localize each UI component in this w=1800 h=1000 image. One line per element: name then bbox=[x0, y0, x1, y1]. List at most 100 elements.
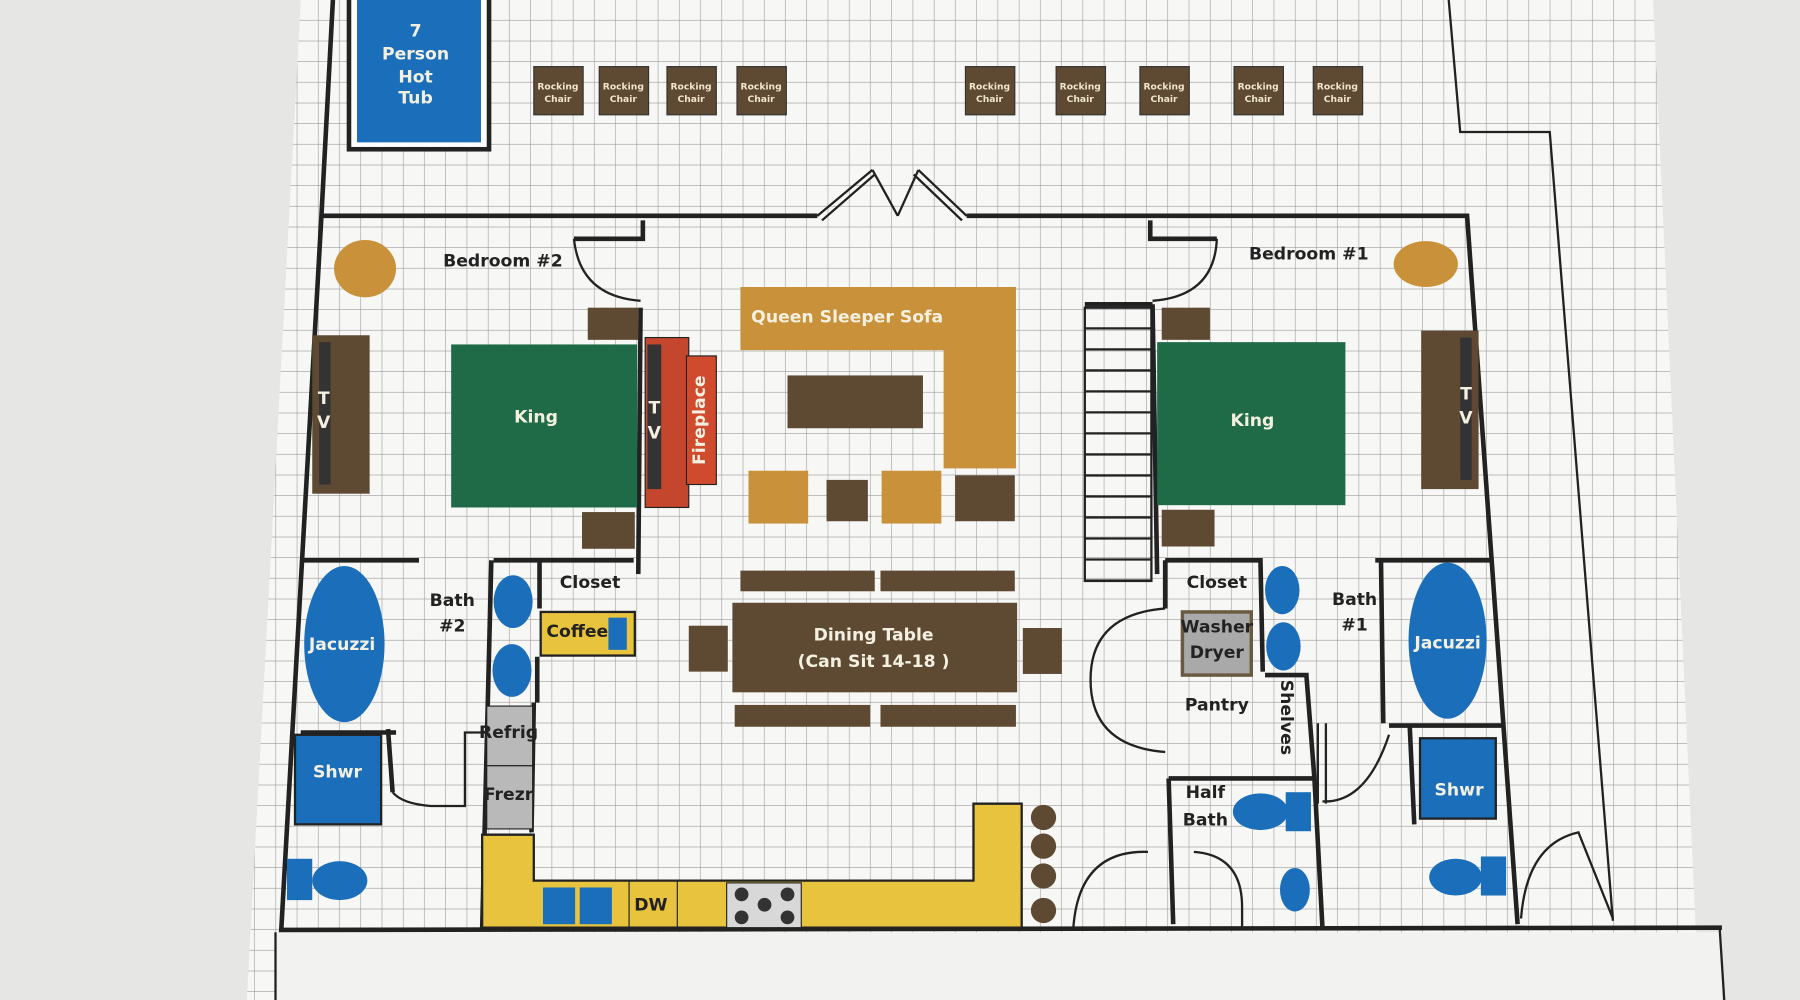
nightstand bbox=[582, 512, 635, 549]
armchair bbox=[748, 470, 809, 524]
bar-stool bbox=[1030, 863, 1057, 889]
vanity-sink bbox=[492, 644, 532, 697]
stove bbox=[726, 882, 802, 929]
king-bed-label: King bbox=[1231, 411, 1275, 431]
rocking-chair-label: Rocking bbox=[969, 82, 1010, 93]
toilet bbox=[1429, 856, 1507, 896]
sink bbox=[579, 887, 612, 925]
rocking-chair: Rocking Chair bbox=[1233, 66, 1284, 116]
refrig-label: Refrig bbox=[479, 723, 538, 743]
rocking-chair: Rocking Chair bbox=[964, 66, 1016, 116]
dining-table bbox=[732, 602, 1018, 693]
dining-chair bbox=[1022, 628, 1062, 674]
deck-railing bbox=[274, 0, 1726, 1000]
rocking-chair-label: Rocking bbox=[1317, 82, 1358, 93]
half-bath-label: Half bbox=[1186, 783, 1226, 803]
rocking-chair-label: Rocking bbox=[603, 82, 644, 93]
bar-stool bbox=[1030, 833, 1057, 859]
pantry-label: Pantry bbox=[1185, 696, 1249, 716]
rocking-chair: Rocking Chair bbox=[598, 66, 650, 116]
bench bbox=[880, 704, 1016, 727]
vanity-sink bbox=[493, 575, 533, 629]
svg-text:Tub: Tub bbox=[398, 88, 432, 108]
tv-screen bbox=[319, 342, 331, 485]
refrigerator bbox=[486, 705, 534, 767]
rocking-chair-label: Chair bbox=[976, 94, 1004, 105]
closet-label: Closet bbox=[560, 573, 621, 593]
side-table bbox=[955, 475, 1015, 522]
shower-label: Shwr bbox=[1435, 781, 1485, 801]
jacuzzi-label: Jacuzzi bbox=[1413, 634, 1480, 654]
vanity-sink bbox=[1265, 566, 1300, 615]
nightstand bbox=[1161, 307, 1210, 340]
dining-table-capacity: (Can Sit 14-18 ) bbox=[798, 652, 950, 672]
rocking-chair: Rocking Chair bbox=[533, 66, 584, 116]
king-bed bbox=[451, 344, 638, 508]
bath-2-label: Bath bbox=[430, 591, 475, 611]
washer-dryer bbox=[1180, 610, 1253, 677]
rocking-chair-label: Rocking bbox=[537, 82, 578, 93]
rocking-chair-label: Rocking bbox=[1060, 82, 1101, 93]
rocking-chair: Rocking Chair bbox=[1055, 66, 1107, 116]
rocking-chair-label: Chair bbox=[544, 94, 572, 105]
bench bbox=[880, 570, 1015, 592]
coffee-maker bbox=[608, 617, 627, 650]
coffee-label: Coffee bbox=[546, 622, 608, 642]
interior-walls bbox=[300, 220, 1504, 931]
side-table bbox=[826, 479, 868, 522]
svg-text:Hot: Hot bbox=[398, 68, 432, 88]
fireplace-label: Fireplace bbox=[690, 375, 710, 465]
jacuzzi-label: Jacuzzi bbox=[308, 635, 375, 655]
rocking-chair-label: Chair bbox=[1067, 94, 1095, 105]
bench bbox=[734, 704, 871, 727]
tv-label: T bbox=[318, 389, 330, 409]
shower-label: Shwr bbox=[313, 762, 363, 782]
sofa-label: Queen Sleeper Sofa bbox=[751, 308, 943, 328]
fireplace bbox=[685, 355, 717, 486]
rocking-chair-label: Chair bbox=[1324, 94, 1352, 105]
nightstand bbox=[587, 307, 639, 340]
dining-chair bbox=[688, 625, 728, 672]
door-swings bbox=[391, 238, 1614, 928]
toilet bbox=[286, 858, 368, 901]
rocking-chair-label: Chair bbox=[678, 94, 706, 105]
queen-sleeper-sofa bbox=[740, 287, 1016, 469]
vanity-sink bbox=[1266, 622, 1301, 671]
bath-1-label: Bath bbox=[1332, 590, 1377, 610]
bath-2-label: #2 bbox=[439, 616, 465, 636]
freezer bbox=[486, 765, 534, 830]
tv-label: T bbox=[648, 398, 660, 418]
dishwasher-label: DW bbox=[634, 895, 667, 915]
rocking-chair-label: Chair bbox=[1245, 94, 1273, 105]
tv-label: T bbox=[1460, 385, 1472, 405]
exterior-wall bbox=[278, 0, 1722, 933]
hot-tub: 7 Person Hot Tub bbox=[346, 0, 492, 152]
rocking-chair-label: Chair bbox=[1150, 94, 1178, 105]
french-doors bbox=[816, 169, 968, 222]
tv-label: V bbox=[1459, 409, 1473, 429]
bottom-margin bbox=[275, 932, 1722, 1000]
chair-oval bbox=[334, 239, 397, 298]
bedroom-1-label: Bedroom #1 bbox=[1249, 244, 1369, 264]
coffee-table bbox=[787, 375, 923, 429]
half-bath-label: Bath bbox=[1183, 810, 1228, 830]
closet-label: Closet bbox=[1187, 573, 1248, 593]
rocking-chair: Rocking Chair bbox=[666, 66, 717, 116]
kitchen-counter bbox=[480, 802, 1023, 929]
armchair bbox=[881, 470, 942, 524]
sink bbox=[1279, 867, 1310, 912]
jacuzzi bbox=[1408, 562, 1487, 719]
shower bbox=[1418, 737, 1497, 820]
staircase bbox=[1083, 306, 1153, 583]
rocking-chair: Rocking Chair bbox=[736, 66, 787, 116]
king-bed bbox=[1157, 342, 1346, 506]
rocking-chair-label: Chair bbox=[748, 94, 776, 105]
rocking-chair-label: Chair bbox=[610, 94, 638, 105]
rocking-chair: Rocking Chair bbox=[1312, 66, 1364, 116]
jacuzzi bbox=[304, 566, 385, 723]
shelves-label: Shelves bbox=[1276, 680, 1296, 755]
bench bbox=[740, 570, 875, 592]
bath-1-label: #1 bbox=[1341, 615, 1367, 635]
rocking-chair-label: Rocking bbox=[671, 82, 712, 93]
king-bed-label: King bbox=[514, 408, 558, 428]
